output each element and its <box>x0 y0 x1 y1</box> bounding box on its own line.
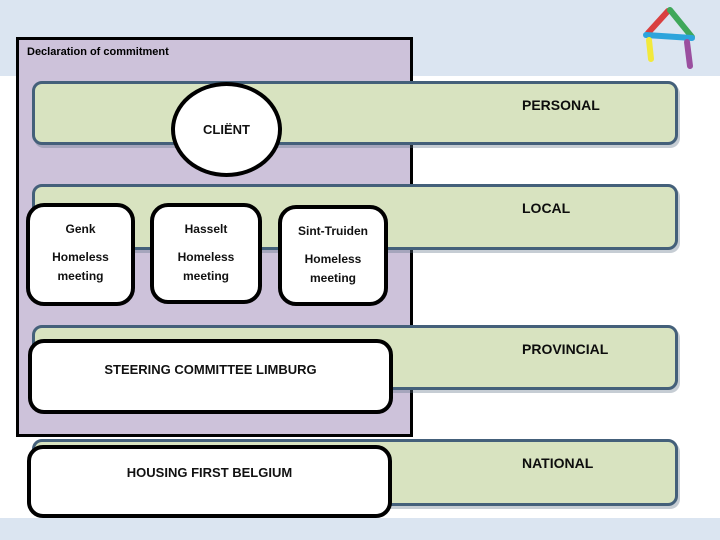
level-label-provincial: PROVINCIAL <box>522 341 609 357</box>
meeting-label-hasselt: Homeless meeting <box>177 250 235 283</box>
level-label-local: LOCAL <box>522 200 571 216</box>
meeting-label-genk: Homeless meeting <box>52 250 109 283</box>
city-name-genk: Genk <box>65 222 96 236</box>
city-name-hasselt: Hasselt <box>184 222 228 236</box>
declaration-title: Declaration of commitment <box>27 46 169 58</box>
meeting-box-sint-truiden: Sint-Truiden Homeless meeting <box>278 205 388 306</box>
steering-committee-label: STEERING COMMITTEE LIMBURG <box>104 362 317 377</box>
footer-band <box>0 518 720 540</box>
meeting-box-hasselt: Hasselt Homeless meeting <box>150 203 262 304</box>
housing-first-belgium-box: HOUSING FIRST BELGIUM <box>27 445 392 518</box>
housing-first-a-logo-icon <box>643 7 695 69</box>
client-circle: CLIËNT <box>171 82 282 177</box>
meeting-box-genk: Genk Homeless meeting <box>26 203 135 306</box>
level-label-national: NATIONAL <box>522 455 594 471</box>
level-label-personal: PERSONAL <box>522 97 600 113</box>
meeting-label-sint-truiden: Homeless meeting <box>304 252 362 285</box>
steering-committee-box: STEERING COMMITTEE LIMBURG <box>28 339 393 414</box>
level-bar-personal: PERSONAL <box>32 81 678 145</box>
city-name-sint-truiden: Sint-Truiden <box>298 224 368 238</box>
client-label: CLIËNT <box>203 122 250 137</box>
housing-first-belgium-label: HOUSING FIRST BELGIUM <box>126 465 293 480</box>
